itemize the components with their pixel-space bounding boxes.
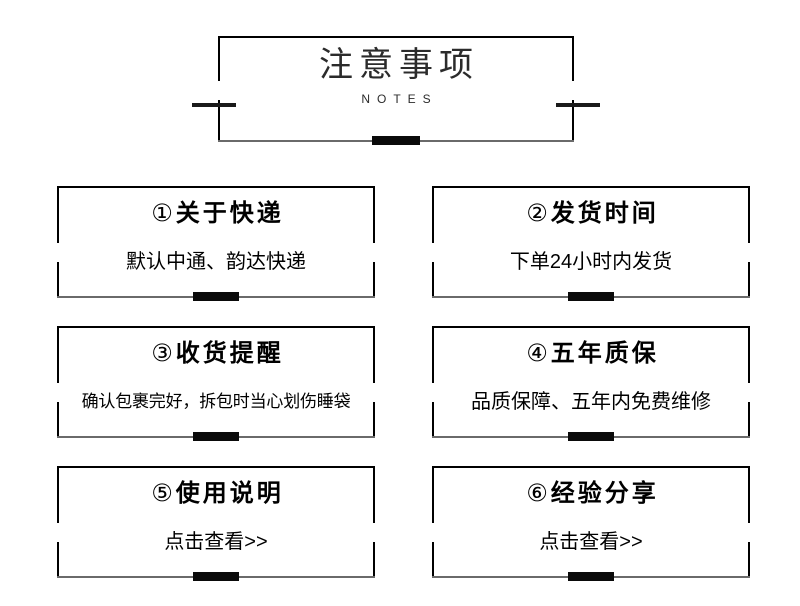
card-left-rule-upper bbox=[432, 186, 434, 243]
card-right-rule-upper bbox=[373, 186, 375, 243]
card-left-rule-lower bbox=[432, 542, 434, 578]
card-right-rule-upper bbox=[373, 466, 375, 523]
card-right-rule-lower bbox=[373, 542, 375, 578]
card-right-rule-lower bbox=[748, 542, 750, 578]
card-bottom-tab bbox=[568, 572, 614, 581]
card-bottom-tab bbox=[568, 292, 614, 301]
card-left-rule-lower bbox=[57, 402, 59, 438]
card-description-link[interactable]: 点击查看>> bbox=[164, 531, 268, 553]
card-right-rule-upper bbox=[748, 186, 750, 243]
card-left-rule-lower bbox=[432, 262, 434, 298]
card-right-rule-lower bbox=[748, 262, 750, 298]
header-top-rule bbox=[218, 36, 574, 38]
header-right-dash bbox=[556, 103, 600, 107]
card-heading-text: 收货提醒 bbox=[175, 340, 284, 367]
header-left-rule-upper bbox=[218, 36, 220, 81]
card-bottom-tab bbox=[193, 572, 239, 581]
card-number-icon: ⑤ bbox=[151, 480, 173, 507]
card-number-icon: ③ bbox=[151, 340, 173, 367]
card-bottom-tab bbox=[568, 432, 614, 441]
header-left-dash bbox=[192, 103, 236, 107]
card-left-rule-upper bbox=[57, 326, 59, 383]
notes-header-banner: 注意事项 NOTES bbox=[0, 0, 800, 165]
card-top-rule bbox=[432, 186, 750, 188]
card-right-rule-lower bbox=[373, 262, 375, 298]
card-top-rule bbox=[57, 326, 375, 328]
card-right-rule-lower bbox=[748, 402, 750, 438]
header-frame: 注意事项 NOTES bbox=[192, 36, 600, 145]
card-description: 默认中通、韵达快递 bbox=[126, 251, 306, 273]
card-right-rule-lower bbox=[373, 402, 375, 438]
card-bottom-tab bbox=[193, 432, 239, 441]
card-description-link[interactable]: 点击查看>> bbox=[539, 531, 643, 553]
card-left-rule-upper bbox=[57, 186, 59, 243]
card-top-rule bbox=[57, 466, 375, 468]
card-left-rule-lower bbox=[432, 402, 434, 438]
header-right-rule-lower bbox=[572, 100, 574, 142]
card-description: 品质保障、五年内免费维修 bbox=[471, 391, 711, 413]
header-right-rule-upper bbox=[572, 36, 574, 81]
card-left-rule-upper bbox=[57, 466, 59, 523]
card-top-rule bbox=[432, 466, 750, 468]
card-top-rule bbox=[57, 186, 375, 188]
card-right-rule-upper bbox=[748, 466, 750, 523]
card-number-icon: ⑥ bbox=[526, 480, 548, 507]
card-heading-text: 发货时间 bbox=[550, 200, 659, 227]
card-description: 下单24小时内发货 bbox=[509, 251, 673, 273]
card-heading-text: 五年质保 bbox=[550, 340, 659, 367]
header-left-rule-lower bbox=[218, 100, 220, 142]
card-right-rule-upper bbox=[748, 326, 750, 383]
card-heading-text: 关于快递 bbox=[175, 200, 284, 227]
card-left-rule-upper bbox=[432, 326, 434, 383]
card-left-rule-lower bbox=[57, 262, 59, 298]
card-heading-text: 使用说明 bbox=[175, 480, 284, 507]
card-top-rule bbox=[432, 326, 750, 328]
card-right-rule-upper bbox=[373, 326, 375, 383]
header-bottom-tab bbox=[372, 136, 420, 145]
card-number-icon: ④ bbox=[526, 340, 548, 367]
card-left-rule-upper bbox=[432, 466, 434, 523]
card-left-rule-lower bbox=[57, 542, 59, 578]
card-description: 确认包裹完好，拆包时当心划伤睡袋 bbox=[81, 392, 351, 411]
card-heading-text: 经验分享 bbox=[550, 480, 659, 507]
page-title: 注意事项 bbox=[319, 47, 479, 84]
card-bottom-tab bbox=[193, 292, 239, 301]
card-number-icon: ② bbox=[526, 200, 548, 227]
page-subtitle: NOTES bbox=[361, 92, 438, 106]
card-number-icon: ① bbox=[151, 200, 173, 227]
